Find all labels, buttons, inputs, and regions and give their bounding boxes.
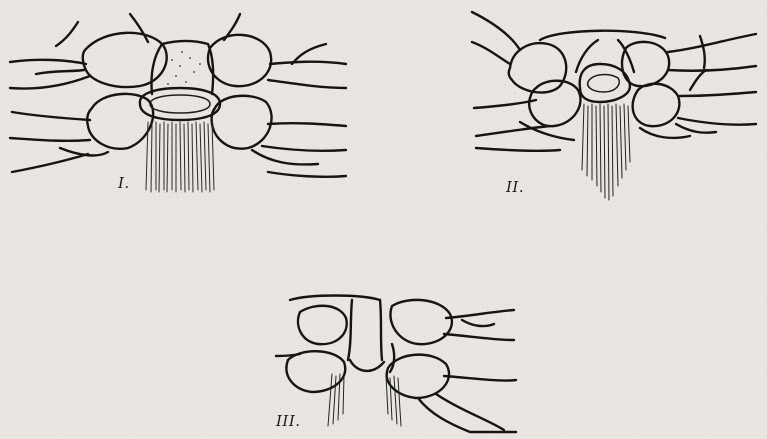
figure-label-iii: III. [276,412,301,430]
figure-label-i: I. [118,174,130,192]
figure-label-ii: II. [506,178,524,196]
